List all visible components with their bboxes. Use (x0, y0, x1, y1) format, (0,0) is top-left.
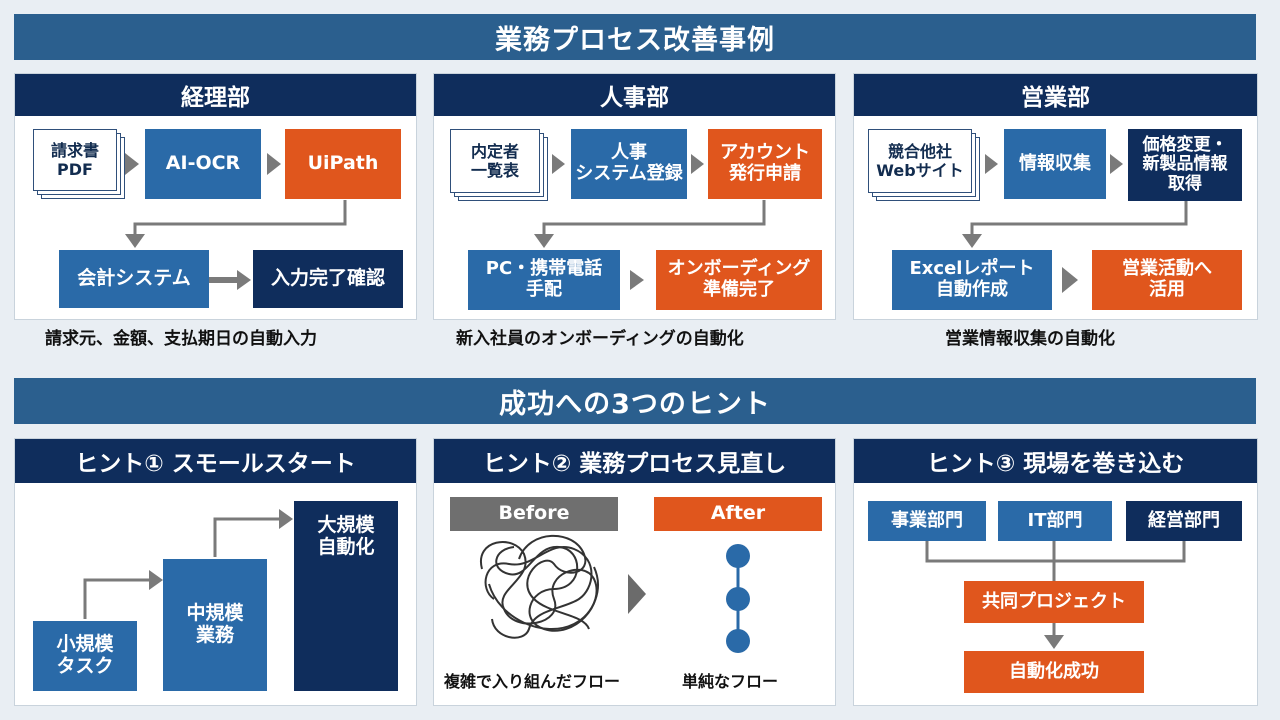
arrow-icon (1062, 267, 1078, 293)
business-dept-box: 事業部門 (868, 501, 986, 541)
it-dept-box: IT部門 (998, 501, 1112, 541)
hint2-panel: ヒント② 業務プロセス見直し Before After 複雑で入り組んだフロー … (433, 438, 836, 706)
arrow-down-icon (534, 234, 554, 248)
hr-title: 人事部 (434, 74, 835, 116)
hint1-title: ヒント① スモールスタート (15, 439, 416, 483)
step-connector (83, 578, 151, 619)
arrow-icon (237, 270, 251, 290)
after-label: After (654, 497, 822, 531)
arrow-icon (125, 153, 139, 175)
automation-success-box: 自動化成功 (964, 651, 1144, 693)
accounting-caption: 請求元、金額、支払期日の自動入力 (45, 329, 317, 349)
accounting-arrows (125, 153, 347, 290)
accounting-title: 経理部 (15, 74, 416, 116)
medium-task-box: 中規模 業務 (163, 559, 267, 691)
transform-arrow-icon (628, 574, 646, 614)
bottom-banner-title: 成功への3つのヒント (499, 388, 771, 420)
sales-activity-box: 営業活動へ 活用 (1092, 250, 1242, 310)
accounting-panel: 経理部 請求書 PDF AI-OCR UiPath 会計システム 入力完了確認 (14, 73, 417, 320)
input-complete-box: 入力完了確認 (253, 250, 403, 308)
before-label: Before (450, 497, 618, 531)
sales-arrows (962, 154, 1188, 293)
hr-caption: 新入社員のオンボーディングの自動化 (456, 329, 744, 349)
price-info-box: 価格変更・ 新製品情報 取得 (1128, 129, 1242, 201)
competitor-website-doc: 競合他社 Webサイト (868, 129, 982, 201)
uipath-box: UiPath (285, 129, 401, 199)
top-banner: 業務プロセス改善事例 (14, 14, 1256, 60)
hr-arrows (534, 154, 766, 290)
flow-node-icon (726, 629, 750, 653)
arrow-icon (1110, 154, 1123, 174)
after-caption: 単純なフロー (682, 672, 779, 691)
small-task-box: 小規模 タスク (33, 621, 137, 691)
hint2-title: ヒント② 業務プロセス見直し (434, 439, 835, 483)
flow-connector (970, 200, 1188, 236)
sales-title: 営業部 (854, 74, 1257, 116)
hint1-panel: ヒント① スモールスタート 小規模 タスク 中規模 業務 大規模 自動化 (14, 438, 417, 706)
accounting-system-box: 会計システム (59, 250, 209, 308)
hint3-panel: ヒント③ 現場を巻き込む 事業部門 IT部門 経営部門 共同プロジェクト 自動化… (853, 438, 1258, 706)
device-arrangement-box: PC・携帯電話 手配 (468, 250, 620, 310)
large-automation-box: 大規模 自動化 (294, 501, 398, 691)
arrow-icon (552, 154, 565, 174)
invoice-pdf-label: 請求書 PDF (50, 140, 99, 179)
candidate-list-doc: 内定者 一覧表 (450, 129, 550, 201)
arrow-icon (691, 154, 704, 174)
hint3-connectors (925, 541, 1186, 649)
invoice-pdf-doc: 請求書 PDF (33, 129, 125, 199)
joint-project-box: 共同プロジェクト (964, 581, 1144, 623)
excel-report-box: Excelレポート 自動作成 (892, 250, 1052, 310)
arrow-icon (149, 570, 163, 590)
hint3-title: ヒント③ 現場を巻き込む (854, 439, 1257, 483)
flow-connector (133, 200, 347, 236)
flow-node-icon (726, 544, 750, 568)
step-connector (213, 517, 281, 557)
arrow-icon (630, 270, 644, 290)
sales-panel: 営業部 競合他社 Webサイト 情報収集 価格変更・ 新製品情報 取得 Exce… (853, 73, 1258, 320)
account-request-box: アカウント 発行申請 (708, 129, 822, 199)
arrow-down-icon (1044, 635, 1064, 649)
top-banner-title: 業務プロセス改善事例 (495, 24, 775, 56)
competitor-website-label: 競合他社 Webサイト (876, 141, 964, 180)
arrow-icon (279, 509, 293, 529)
candidate-list-label: 内定者 一覧表 (470, 141, 519, 180)
arrow-icon (267, 153, 281, 175)
management-dept-box: 経営部門 (1126, 501, 1242, 541)
hr-panel: 人事部 内定者 一覧表 人事 システム登録 アカウント 発行申請 PC・携帯電話… (433, 73, 836, 320)
flow-connector (542, 200, 766, 236)
onboarding-ready-box: オンボーディング 準備完了 (656, 250, 822, 310)
hint2-graphics (479, 534, 750, 653)
arrow-down-icon (962, 234, 982, 248)
before-caption: 複雑で入り組んだフロー (444, 672, 621, 691)
hr-system-box: 人事 システム登録 (571, 129, 687, 199)
info-collect-box: 情報収集 (1004, 129, 1106, 199)
arrow-down-icon (125, 234, 145, 248)
tangled-flow-icon (479, 534, 599, 639)
bottom-banner: 成功への3つのヒント (14, 378, 1256, 424)
arrow-shaft (209, 277, 239, 283)
ai-ocr-box: AI-OCR (145, 129, 261, 199)
sales-caption: 営業情報収集の自動化 (945, 329, 1115, 349)
arrow-icon (985, 154, 998, 174)
hint1-arrows (83, 509, 293, 619)
flow-node-icon (726, 587, 750, 611)
